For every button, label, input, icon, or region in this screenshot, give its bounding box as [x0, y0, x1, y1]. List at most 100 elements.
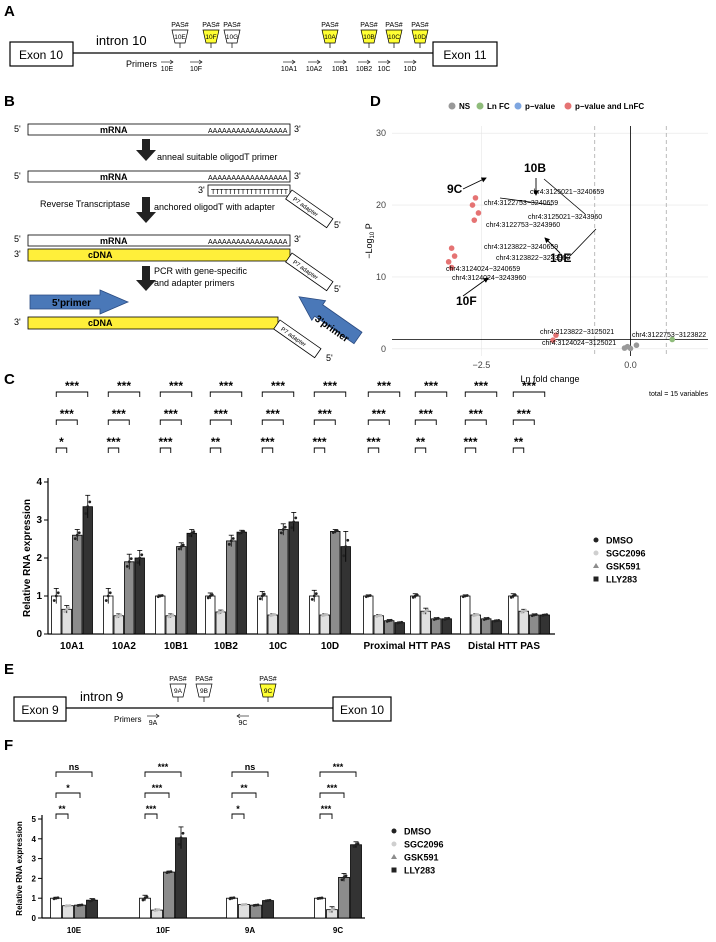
data-point — [244, 902, 248, 906]
data-point — [77, 531, 81, 535]
volcano-annotation-arrow — [569, 228, 597, 257]
significance-bracket — [55, 391, 89, 397]
data-point — [294, 516, 298, 520]
significance-bracket — [144, 813, 158, 819]
data-point — [84, 512, 88, 515]
data-point — [281, 528, 285, 531]
bar — [175, 837, 187, 919]
legend-label: GSK591 — [606, 562, 641, 572]
data-point — [136, 561, 140, 564]
volcano-point-label: chr4:3123822−3125021 — [540, 329, 614, 336]
panel-label-f: F — [4, 737, 13, 754]
pas-id: 10B — [363, 34, 375, 41]
data-point — [206, 596, 210, 600]
data-point — [52, 599, 56, 602]
pas-flag — [321, 29, 339, 44]
volcano-caption: total = 15 variables — [649, 391, 708, 398]
data-point — [325, 613, 329, 616]
primer-label: 9A — [149, 720, 158, 727]
legend-marker — [391, 867, 397, 873]
significance-label: *** — [169, 379, 183, 393]
three-prime-cdna-1: 3' — [14, 249, 21, 259]
bar — [394, 622, 405, 635]
data-point — [119, 613, 123, 617]
step-rt: Reverse Transcriptase — [40, 199, 130, 209]
primer-label: 10A1 — [281, 66, 297, 73]
pas-id: 10D — [414, 34, 426, 41]
primer-label: 9C — [239, 720, 248, 727]
y-axis-label: Relative RNA expression — [15, 821, 24, 916]
pas-label: PAS# — [195, 676, 212, 683]
data-point — [86, 505, 90, 509]
panel-label-c: C — [4, 371, 15, 388]
data-point — [447, 616, 451, 620]
data-point — [524, 609, 528, 612]
data-point — [368, 594, 372, 597]
data-point — [145, 895, 149, 899]
volcano-point-label: chr4:3122753−3240659 — [484, 200, 558, 207]
bar — [238, 904, 250, 919]
legend-label: SGC2096 — [404, 840, 444, 850]
volcano-legend-item: NS — [459, 102, 471, 111]
data-point — [513, 593, 517, 597]
significance-label: *** — [327, 783, 338, 793]
significance-bracket — [319, 792, 345, 798]
volcano-point — [448, 264, 455, 271]
significance-label: *** — [522, 379, 536, 393]
volcano-ytick: 0 — [381, 344, 386, 354]
pas-id: 9C — [264, 688, 273, 695]
pas-id: 10E — [174, 34, 186, 41]
bar — [205, 595, 216, 635]
data-point — [177, 547, 181, 551]
bar — [163, 871, 175, 919]
significance-bracket — [367, 419, 390, 425]
y-tick-label: 2 — [36, 553, 42, 564]
significance-label: *** — [366, 435, 380, 449]
primer-label: 10B1 — [332, 66, 348, 73]
volcano-point-label: chr4:3123822−3240659 — [484, 244, 558, 251]
legend-label: DMSO — [606, 536, 633, 546]
significance-bracket — [261, 391, 295, 397]
data-point — [127, 560, 131, 564]
primers-label: Primers — [126, 59, 157, 69]
primer-arrow-head — [386, 59, 391, 65]
volcano-point-label: chr4:3122753−3123822 — [632, 332, 706, 339]
volcano-annotation: 10F — [456, 294, 477, 308]
forward-primer-label: 5'primer — [52, 298, 91, 309]
volcano-xlabel: Ln fold change — [520, 374, 579, 384]
step-pcr-a: PCR with gene-specific — [154, 266, 248, 276]
significance-label: *** — [424, 379, 438, 393]
data-point — [231, 537, 235, 540]
data-point — [141, 898, 145, 902]
panel-label-a: A — [4, 3, 15, 20]
data-point — [262, 592, 266, 596]
legend-marker — [593, 537, 599, 543]
pas-id: 9A — [174, 688, 183, 695]
significance-label: * — [59, 435, 64, 449]
primer-arrow-head — [342, 59, 347, 65]
volcano-annotation: 10B — [524, 161, 546, 175]
data-point — [67, 606, 71, 610]
y-tick-label: 3 — [36, 515, 42, 526]
volcano-point-label: chr4:3125021−3243960 — [528, 214, 602, 221]
primer-label: 10C — [378, 66, 391, 73]
volcano-annotation-arrow — [543, 178, 586, 215]
three-prime-2: 3' — [294, 171, 301, 181]
volcano-point — [553, 332, 559, 338]
legend-marker — [391, 828, 397, 834]
pas-id: 10C — [388, 34, 400, 41]
data-point — [143, 896, 147, 900]
cdna-label-2: cDNA — [88, 318, 113, 328]
category-label: 10A1 — [60, 641, 84, 652]
pas-label: PAS# — [259, 676, 276, 683]
data-point — [160, 594, 164, 597]
significance-label: *** — [463, 435, 477, 449]
category-label: 10A2 — [112, 641, 136, 652]
data-point — [75, 533, 79, 537]
bar — [155, 595, 166, 635]
significance-label: ** — [211, 435, 221, 449]
data-point — [335, 529, 339, 533]
